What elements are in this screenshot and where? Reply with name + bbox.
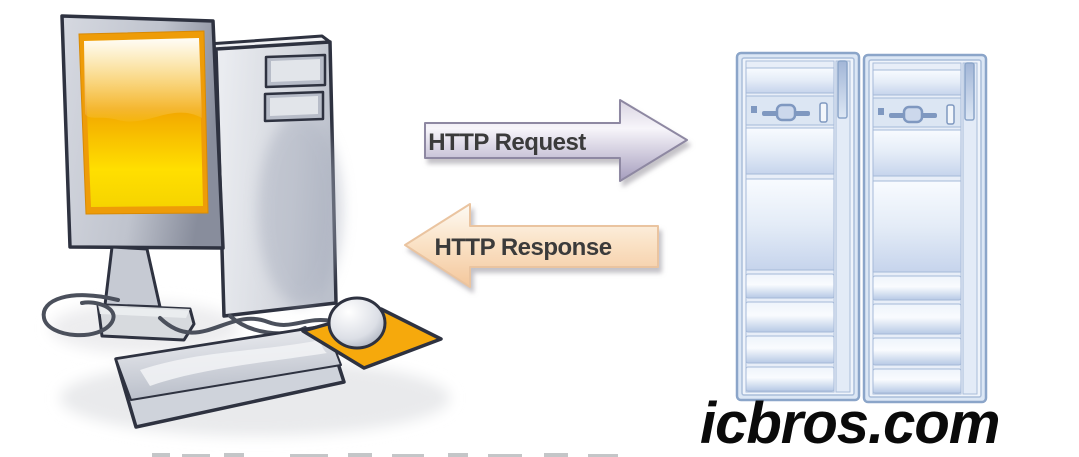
server-tower-2 [862,53,988,404]
web-servers [735,51,988,404]
http-response-label: HTTP Response [434,234,611,261]
screen-glare [84,38,202,122]
monitor-icon [60,14,225,342]
cropped-caption-remnant [152,453,618,457]
drive-bay-icon [263,90,325,123]
keyboard-icon [114,324,346,429]
watermark-text: icbros.com [700,391,999,456]
computer-tower-icon [206,34,342,318]
drive-bay-icon [264,53,327,89]
http-response-arrow: HTTP Response [404,203,659,288]
server-tower-1 [735,51,861,402]
http-request-arrow: HTTP Request [424,99,688,182]
http-request-label: HTTP Request [428,129,586,156]
client-computer [41,14,443,429]
mouse-icon [327,296,387,350]
